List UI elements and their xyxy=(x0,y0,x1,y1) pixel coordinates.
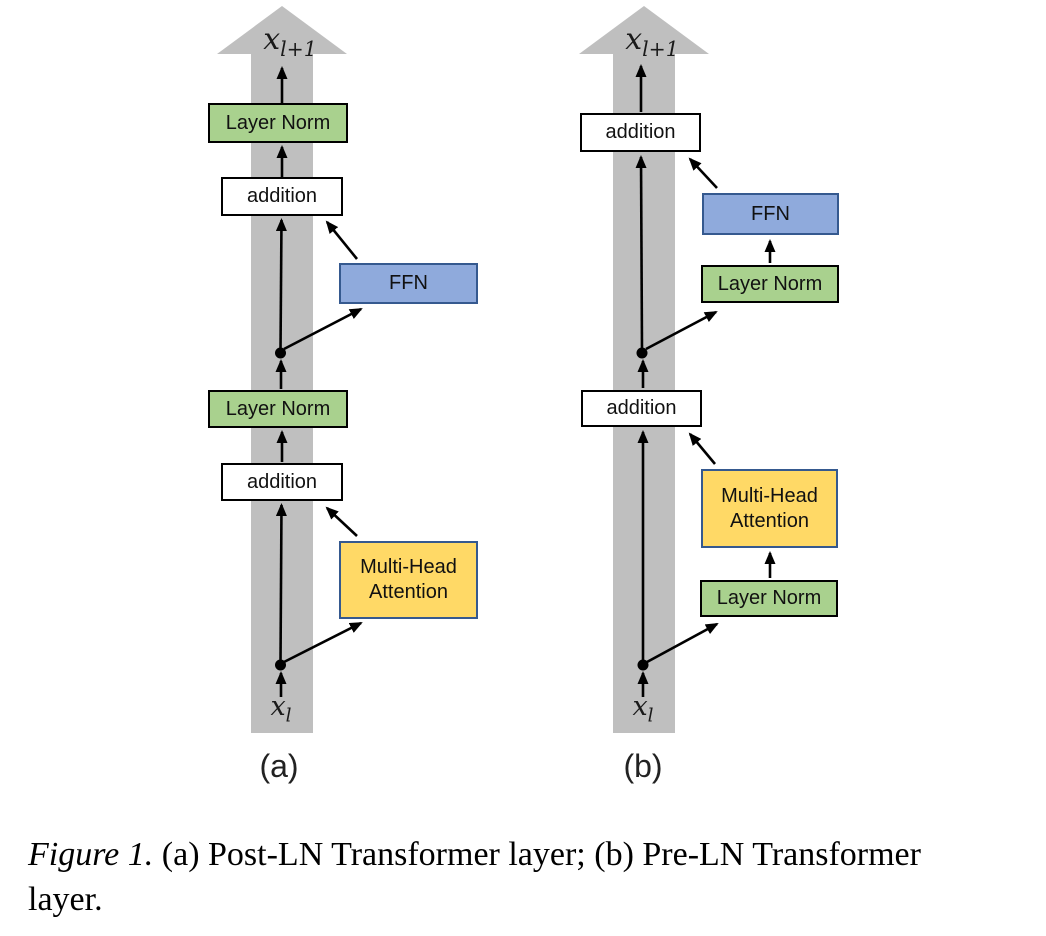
input-subscript-a: l xyxy=(285,705,292,727)
addition-top-box-b: addition xyxy=(580,113,701,152)
layer-norm-bottom-box-a: Layer Norm xyxy=(208,390,348,428)
subfigure-label-b: (b) xyxy=(623,748,663,784)
arrow-b-ffn-to-add xyxy=(688,157,718,189)
ffn-box-a: FFN xyxy=(339,263,478,304)
layer-norm-top-box-b: Layer Norm xyxy=(701,265,839,303)
arrow-b-dot-to-ln-top xyxy=(645,310,718,351)
arrow-a-dot-to-ffn xyxy=(283,307,363,351)
branch-dot-a-upper xyxy=(275,347,286,359)
flow-arrows-layer xyxy=(217,6,776,733)
subfigure-label-a: (a) xyxy=(259,748,299,784)
branch-dot-b-lower xyxy=(637,659,649,671)
figure-caption-number: Figure 1. xyxy=(28,836,154,873)
arrows-b xyxy=(635,64,776,697)
output-subscript-b: l+1 xyxy=(642,37,679,61)
branch-dot-a-lower xyxy=(275,659,286,671)
arrow-a-mha-to-add xyxy=(325,506,358,537)
output-label-a: xl+1 xyxy=(263,22,317,61)
input-subscript-b: l xyxy=(647,705,654,727)
multi-head-attention-box-b: Multi-Head Attention xyxy=(701,469,838,548)
output-label-b: xl+1 xyxy=(625,22,679,61)
layer-norm-bottom-box-b: Layer Norm xyxy=(700,580,838,617)
arrow-b-dot-to-add-top xyxy=(635,155,647,351)
input-label-a: xl xyxy=(270,691,292,727)
arrows-a xyxy=(275,66,363,697)
input-label-b: xl xyxy=(632,691,654,727)
arrow-a-dot-to-add-bot xyxy=(275,503,287,664)
branch-dot-b-upper xyxy=(636,347,648,359)
addition-bottom-box-a: addition xyxy=(221,463,343,501)
arrow-a-dot-to-mha xyxy=(283,621,363,664)
figure-caption-line2: layer. xyxy=(28,881,103,918)
output-subscript-a: l+1 xyxy=(280,37,317,61)
addition-bottom-box-b: addition xyxy=(581,390,702,427)
arrow-b-mha-to-add xyxy=(688,432,716,465)
figure-caption: Figure 1. (a) Post-LN Transformer layer;… xyxy=(28,832,1028,922)
ffn-box-b: FFN xyxy=(702,193,839,235)
multi-head-attention-box-a: Multi-Head Attention xyxy=(339,541,478,619)
layer-norm-top-box-a: Layer Norm xyxy=(208,103,348,143)
arrow-a-dot-to-add-top xyxy=(275,218,287,352)
figure-caption-line1: (a) Post-LN Transformer layer; (b) Pre-L… xyxy=(153,836,921,873)
addition-top-box-a: addition xyxy=(221,177,343,216)
arrow-b-dot-to-ln-bot xyxy=(646,622,719,664)
arrow-a-ffn-to-add xyxy=(325,220,359,260)
